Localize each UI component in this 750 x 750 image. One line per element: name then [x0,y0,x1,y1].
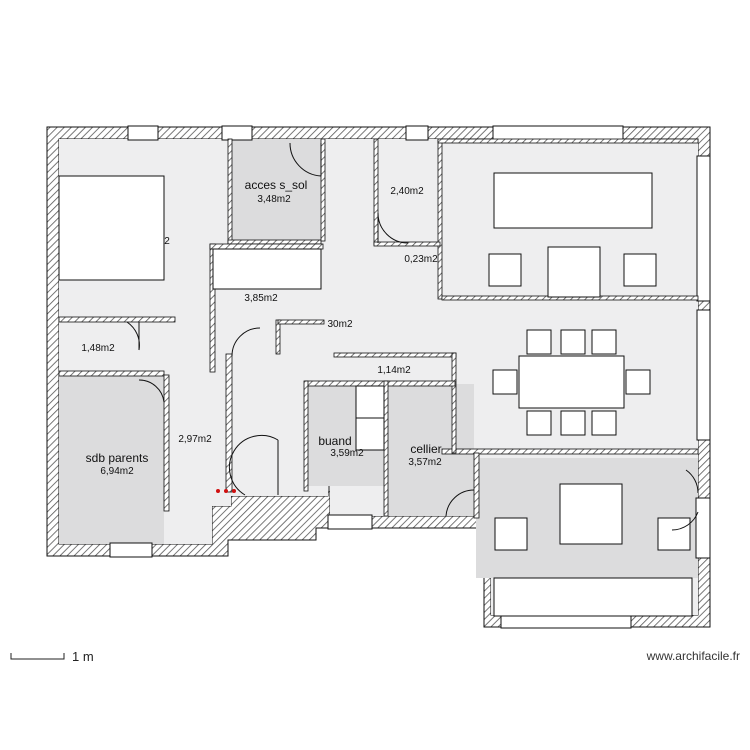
washer [355,385,385,419]
sdb-parents-name: sdb parents [86,451,149,465]
chair-6 [591,410,617,436]
furniture [58,172,693,617]
armchair-1 [494,517,528,551]
watermark: www.archifacile.fr [646,649,740,663]
cabinet-block [212,248,322,290]
bed [58,175,165,281]
buanderie-name: buand [318,434,351,448]
passage-area: 1,14m2 [377,365,411,376]
coffee-table [559,483,623,545]
wc-area: 1,48m2 [81,343,115,354]
chair-1 [526,329,552,355]
door-markers [216,489,236,493]
acces-sous-sol-floor [232,139,321,243]
sdb-parents-area: 6,94m2 [100,466,134,477]
bedroom-area-partial: 2 [164,236,170,247]
stool-1 [488,253,522,287]
cellier-area: 3,57m2 [408,457,442,468]
dryer [355,417,385,451]
corridor-area: 3,85m2 [244,293,278,304]
fridge [547,246,601,298]
chair-5 [560,410,586,436]
chair-8 [625,369,651,395]
small-storage-area: 0,23m2 [404,254,438,265]
armchair-2 [657,517,691,551]
kitchen-island [493,172,653,229]
chair-7 [492,369,518,395]
chair-4 [526,410,552,436]
sdb-parents-floor [59,375,164,544]
windows [109,125,711,629]
scale-bar [10,653,65,660]
doors [126,142,699,531]
hall-area: 30m2 [327,319,352,330]
dining-table [518,355,625,409]
cabinet-area: 2,40m2 [390,186,424,197]
stool-2 [623,253,657,287]
dressing-area: 2,97m2 [178,434,212,445]
scale-label: 1 m [72,649,94,664]
sofa [493,577,693,617]
chair-3 [591,329,617,355]
acces-sous-sol-name: acces s_sol [245,178,308,192]
acces-sous-sol-area: 3,48m2 [257,194,291,205]
buanderie-area: 3,59m2 [330,448,364,459]
chair-2 [560,329,586,355]
room-labels: acces s_sol 3,48m2 2,40m2 0,23m2 3,85m2 … [81,178,442,477]
cellier-name: cellier [410,442,441,456]
interior-walls [58,138,699,519]
